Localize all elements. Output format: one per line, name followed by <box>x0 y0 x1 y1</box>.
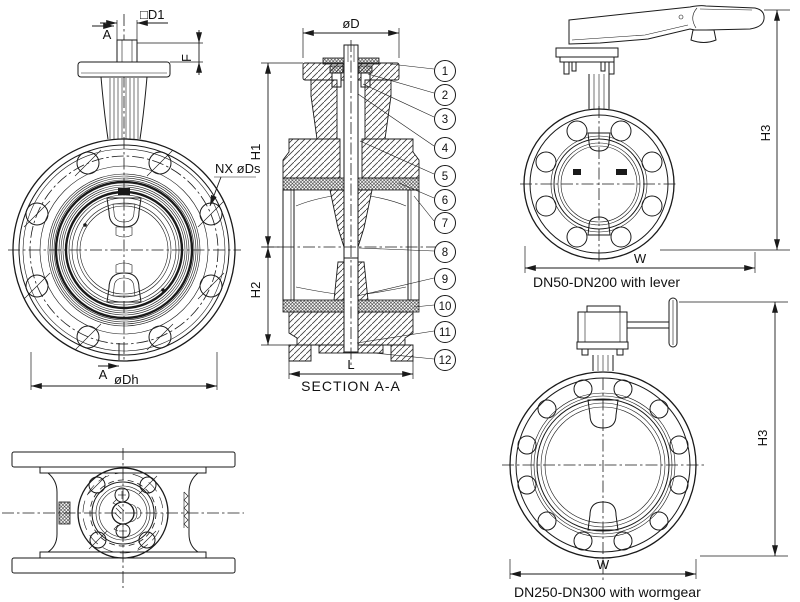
callout-7-label: 7 <box>442 218 448 230</box>
dim-bolt-circle: A øDh <box>30 343 218 390</box>
callout-2: 2 <box>434 84 456 106</box>
callout-12-label: 12 <box>439 355 452 367</box>
lever-plate-bolts <box>563 61 615 75</box>
wormgear-view: H3 W DN250-DN300 with wormgear <box>502 297 788 600</box>
wormgear-caption: DN250-DN300 with wormgear <box>514 584 701 600</box>
stem-top-mark <box>118 188 130 195</box>
lever-handle <box>568 5 765 45</box>
section-a-top-label: A <box>103 27 112 42</box>
callout-1-label: 1 <box>442 66 448 78</box>
wormgear-w-label: W <box>597 557 610 572</box>
lever-h3-label: H3 <box>758 125 773 142</box>
leg-left <box>288 344 312 362</box>
dim-square-stem: □D1 <box>100 7 168 45</box>
dim-l: L <box>288 357 414 379</box>
top-mounting-plate <box>77 61 171 78</box>
wormgear-dim-w: W <box>509 557 697 579</box>
wormgear-neck <box>592 355 614 371</box>
body-upper-left <box>282 138 341 179</box>
callout-8-label: 8 <box>442 247 448 259</box>
dim-f-label: F <box>179 54 194 62</box>
callout-5-label: 5 <box>442 171 448 183</box>
callout-3-label: 3 <box>442 114 448 126</box>
valve-neck <box>100 76 148 140</box>
bolt-note: NX øDs <box>209 161 261 207</box>
callout-10-label: 10 <box>439 301 452 313</box>
callout-4-label: 4 <box>442 143 449 155</box>
seat-liner-left <box>282 189 295 301</box>
lever-dim-h3: H3 <box>660 9 790 251</box>
dim-top-diameter: øD <box>302 16 400 58</box>
wormgear-flange <box>502 371 705 582</box>
body-upper-right <box>361 138 420 179</box>
callout-8: 8 <box>434 241 456 263</box>
dim-flange-thickness: F <box>137 30 203 75</box>
wormgear-dim-h3: H3 <box>679 301 788 557</box>
callout-11-label: 11 <box>439 327 451 339</box>
callout-6: 6 <box>434 189 456 211</box>
lever-quadrant-plate <box>555 47 619 58</box>
callout-10: 10 <box>434 295 456 317</box>
dim-l-label: L <box>347 357 354 372</box>
lever-trigger <box>690 29 717 43</box>
callout-7: 7 <box>434 212 456 234</box>
dim-d1-label: □D1 <box>140 7 164 22</box>
callout-leaders <box>356 63 435 360</box>
bolt-holes <box>23 149 225 351</box>
disc-hub-bottom <box>106 262 142 303</box>
section-view: øD H1 H2 L SECTION A-A <box>248 16 456 394</box>
callout-11: 11 <box>434 321 456 343</box>
dim-h1: H1 <box>248 62 303 248</box>
lever-view: H3 W DN50-DN200 with lever <box>520 5 790 290</box>
callout-12: 12 <box>434 349 456 371</box>
handwheel <box>627 297 678 348</box>
pipe-flange-top <box>11 451 236 468</box>
dim-dh-label: øDh <box>114 372 139 387</box>
callout-1: 1 <box>434 60 456 82</box>
front-view: □D1 A F NX øDs A øD <box>8 7 261 390</box>
section-a-bottom-label: A <box>99 367 108 382</box>
dim-h1-label: H1 <box>248 144 263 161</box>
gearbox <box>576 305 629 356</box>
callout-9: 9 <box>434 268 456 290</box>
seat-edge-right <box>183 491 189 529</box>
lever-flange <box>520 106 678 263</box>
callout-2-label: 2 <box>442 90 448 102</box>
disc-hub-top <box>106 197 142 238</box>
lever-dim-w: W <box>524 246 756 273</box>
callout-5: 5 <box>434 165 456 187</box>
section-caption: SECTION A-A <box>301 378 401 394</box>
section-marker-top: A <box>92 23 114 42</box>
callout-6-label: 6 <box>442 195 448 207</box>
dim-d-label: øD <box>342 16 359 31</box>
callout-9-label: 9 <box>442 274 448 286</box>
wormgear-h3-label: H3 <box>755 430 770 447</box>
dim-h2: H2 <box>248 247 289 346</box>
neck-wall-right <box>364 79 392 140</box>
callout-3: 3 <box>434 108 456 130</box>
leg-right <box>390 344 414 362</box>
lever-w-label: W <box>634 251 647 266</box>
flange-body <box>12 138 236 362</box>
lever-neck <box>588 74 610 109</box>
neck-wall-left <box>310 79 338 140</box>
bolt-note-label: NX øDs <box>215 161 261 176</box>
lever-caption: DN50-DN200 with lever <box>533 274 680 290</box>
callout-4: 4 <box>434 137 456 159</box>
top-view <box>2 448 244 588</box>
dim-h2-label: H2 <box>248 282 263 299</box>
pipe-flange-bottom <box>11 557 236 574</box>
